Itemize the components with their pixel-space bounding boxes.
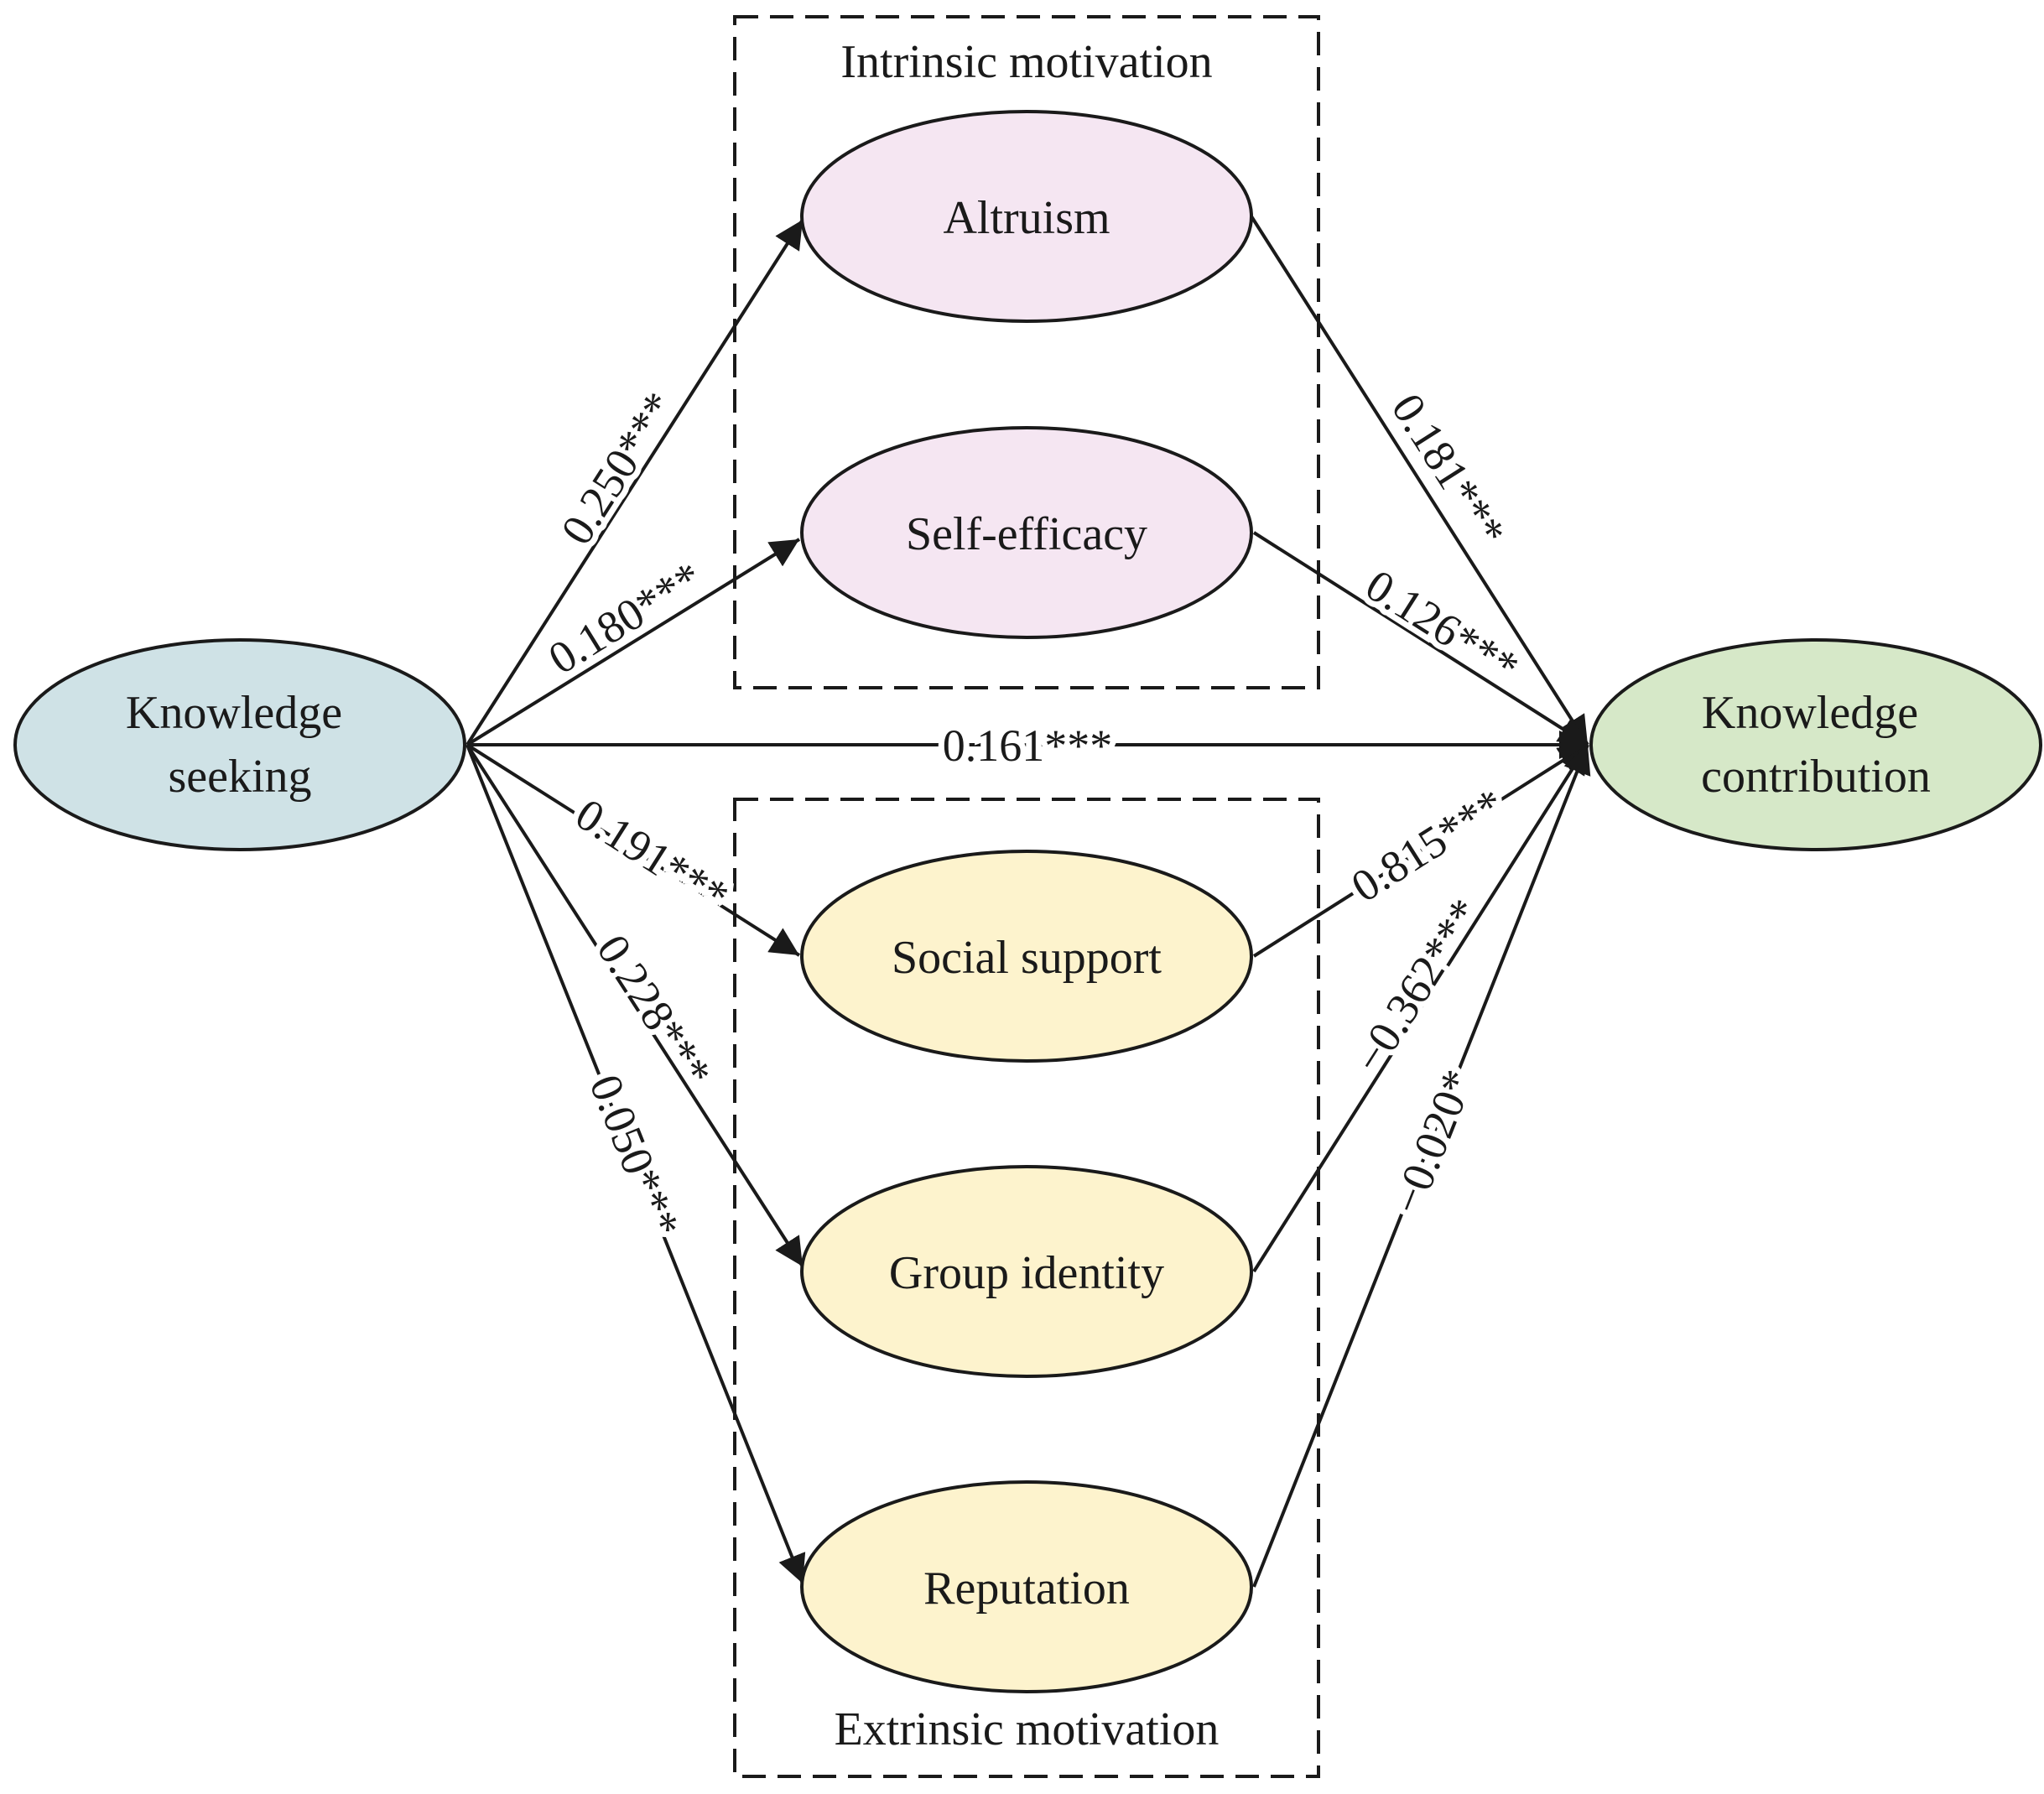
reputation-ellipse (800, 1480, 1253, 1693)
coef-seeking-altruism: 0.250*** (551, 383, 685, 554)
path-seeking-reputation (465, 744, 806, 1584)
group-identity-label: Group identity (889, 1247, 1164, 1299)
coef-social-support-contribution: 0.815*** (1343, 778, 1513, 912)
knowledge-seeking-label-line2: seeking (168, 751, 311, 803)
intrinsic-motivation-label: Intrinsic motivation (840, 36, 1212, 88)
extrinsic-motivation-box (733, 798, 1320, 1778)
knowledge-contribution-label-line2: contribution (1701, 751, 1931, 803)
coef-group-identity-contribution: −0.362*** (1344, 890, 1490, 1082)
coef-seeking-contribution: 0.161*** (943, 720, 1113, 771)
path-seeking-group-identity (465, 743, 804, 1268)
coef-reputation-contribution: −0.020* (1381, 1063, 1484, 1220)
path-altruism-contribution (1250, 215, 1589, 746)
svg-text:Knowledge seeking: Knowledge seeking (126, 687, 354, 803)
social-support-ellipse (800, 850, 1253, 1063)
group-identity-ellipse (800, 1165, 1253, 1378)
paths-to-contribution (1250, 215, 1591, 1588)
self-efficacy-label: Self-efficacy (906, 508, 1147, 560)
coef-seeking-social-support: 0.191*** (567, 788, 737, 922)
knowledge-seeking-ellipse (13, 638, 466, 851)
path-reputation-contribution (1252, 744, 1591, 1588)
coef-self-efficacy-contribution: 0.126*** (1357, 559, 1527, 693)
coef-altruism-contribution: 0.181*** (1381, 385, 1515, 555)
path-self-efficacy-contribution (1252, 531, 1589, 746)
paths-from-seeking (465, 218, 1588, 1584)
knowledge-contribution-label-line1: Knowledge (1702, 687, 1918, 739)
altruism-label: Altruism (943, 192, 1110, 244)
altruism-ellipse (800, 110, 1253, 323)
node-self-efficacy: Self-efficacy (800, 426, 1253, 639)
node-knowledge-contribution: Knowledge contribution (1589, 638, 2042, 851)
node-altruism: Altruism (800, 110, 1253, 323)
path-group-identity-contribution (1252, 743, 1589, 1273)
svg-text:Knowledge contribution: Knowledge contribution (1701, 687, 1931, 803)
path-seeking-self-efficacy (465, 538, 801, 746)
node-reputation: Reputation (800, 1480, 1253, 1693)
reputation-label: Reputation (923, 1563, 1130, 1615)
extrinsic-motivation-label: Extrinsic motivation (835, 1703, 1220, 1755)
intrinsic-motivation-box (733, 15, 1320, 689)
path-seeking-social-support (465, 743, 801, 957)
node-knowledge-seeking: Knowledge seeking (13, 638, 466, 851)
self-efficacy-ellipse (800, 426, 1253, 639)
coef-seeking-reputation: 0.050*** (580, 1068, 689, 1244)
node-social-support: Social support (800, 850, 1253, 1063)
node-group-identity: Group identity (800, 1165, 1253, 1378)
path-social-support-contribution (1252, 743, 1589, 958)
path-seeking-altruism (465, 218, 804, 746)
social-support-label: Social support (892, 932, 1162, 984)
knowledge-contribution-ellipse (1589, 638, 2042, 851)
coef-seeking-self-efficacy: 0.180*** (540, 552, 711, 684)
knowledge-seeking-label-line1: Knowledge (126, 687, 342, 739)
coef-seeking-group-identity: 0.228*** (587, 926, 721, 1096)
